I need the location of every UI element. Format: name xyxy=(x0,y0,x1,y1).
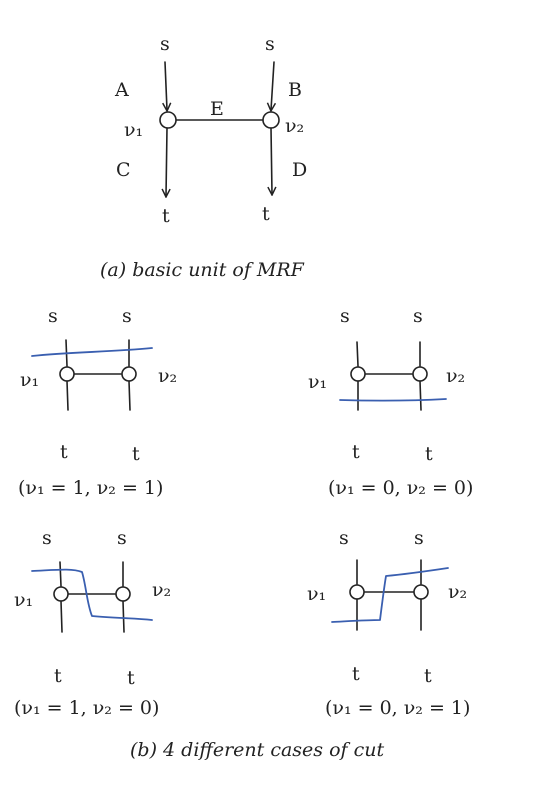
case1-cut-line xyxy=(31,347,153,357)
edge-C-arrow xyxy=(166,127,167,196)
case1-label-v2: ν₂ xyxy=(158,365,177,387)
cut-case-1: s s ν₁ ν₂ t t (ν₁ = 1, ν₂ = 1) xyxy=(18,305,177,499)
caption-a: (a) basic unit of MRF xyxy=(100,259,305,281)
source-label-left: s xyxy=(160,33,170,55)
edge-label-B: B xyxy=(288,79,302,101)
case3-label-v2: ν₂ xyxy=(152,579,171,601)
node-v2 xyxy=(262,111,280,129)
case1-label-v1: ν₁ xyxy=(20,369,39,391)
case3-edge-t2 xyxy=(122,600,125,633)
case4-label-v2: ν₂ xyxy=(448,581,467,603)
case2-node-v1 xyxy=(350,366,366,382)
cut-case-4: s s ν₁ ν₂ t t (ν₁ = 0, ν₂ = 1) xyxy=(307,527,470,719)
cut-case-3: s s ν₁ ν₂ t t (ν₁ = 1, ν₂ = 0) xyxy=(14,527,171,719)
case3-assignment: (ν₁ = 1, ν₂ = 0) xyxy=(14,697,159,719)
case3-edge-t1 xyxy=(60,600,63,633)
case1-node-v2 xyxy=(121,366,137,382)
case1-edge-t2 xyxy=(128,380,131,411)
case4-sink-right: t xyxy=(424,665,432,687)
source-label-right: s xyxy=(265,33,275,55)
case2-source-left: s xyxy=(340,305,350,327)
case3-sink-right: t xyxy=(127,667,135,689)
case3-label-v1: ν₁ xyxy=(14,589,33,611)
case3-source-right: s xyxy=(117,527,127,549)
case4-source-right: s xyxy=(414,527,424,549)
case4-assignment: (ν₁ = 0, ν₂ = 1) xyxy=(325,697,470,719)
case3-node-v1 xyxy=(53,586,69,602)
sink-label-right: t xyxy=(262,203,270,225)
case3-cut-line xyxy=(31,568,153,621)
cut-case-2: s s ν₁ ν₂ t t (ν₁ = 0, ν₂ = 0) xyxy=(308,305,473,499)
case4-label-v1: ν₁ xyxy=(307,583,326,605)
case3-node-v2 xyxy=(115,586,131,602)
case1-source-right: s xyxy=(122,305,132,327)
case2-source-right: s xyxy=(413,305,423,327)
case4-node-v2 xyxy=(413,584,429,600)
case1-sink-right: t xyxy=(132,443,140,465)
case2-assignment: (ν₁ = 0, ν₂ = 0) xyxy=(328,477,473,499)
edge-D-arrow xyxy=(271,127,272,194)
case2-label-v1: ν₁ xyxy=(308,371,327,393)
edge-B-arrow xyxy=(271,61,274,110)
node-label-v1: ν₁ xyxy=(124,119,143,141)
case3-edge-s1 xyxy=(59,561,62,587)
edge-label-E: E xyxy=(210,98,224,120)
case2-sink-right: t xyxy=(425,443,433,465)
basic-unit-diagram: s s A B E ν₁ ν₂ C D t t (a) basic unit o… xyxy=(100,33,307,281)
edge-A-arrow xyxy=(165,61,167,110)
case4-sink-left: t xyxy=(352,663,360,685)
node-v1 xyxy=(159,111,177,129)
case2-edge-t2 xyxy=(419,380,422,411)
edge-label-A: A xyxy=(114,79,129,101)
case4-source-left: s xyxy=(339,527,349,549)
edge-label-D: D xyxy=(292,159,307,181)
case3-sink-left: t xyxy=(54,665,62,687)
case2-node-v2 xyxy=(412,366,428,382)
case4-node-v1 xyxy=(349,584,365,600)
case2-label-v2: ν₂ xyxy=(446,365,465,387)
case2-sink-left: t xyxy=(352,441,360,463)
caption-b: (b) 4 different cases of cut xyxy=(130,739,384,761)
case1-source-left: s xyxy=(48,305,58,327)
case2-edge-s1 xyxy=(356,341,359,367)
case2-cut-line xyxy=(339,398,447,402)
node-label-v2: ν₂ xyxy=(285,115,304,137)
case1-sink-left: t xyxy=(60,441,68,463)
case3-source-left: s xyxy=(42,527,52,549)
edge-label-C: C xyxy=(116,159,131,181)
case1-node-v1 xyxy=(59,366,75,382)
case1-assignment: (ν₁ = 1, ν₂ = 1) xyxy=(18,477,163,499)
case4-cut-line xyxy=(331,567,449,623)
sink-label-left: t xyxy=(162,205,170,227)
case1-edge-t1 xyxy=(66,380,69,411)
